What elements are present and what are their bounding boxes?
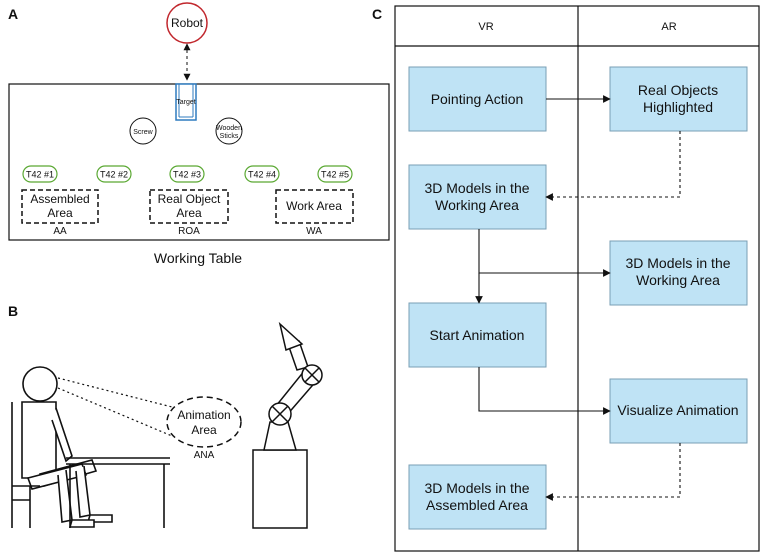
panel-a-label: A (8, 6, 18, 22)
svg-text:Work Area: Work Area (286, 199, 342, 213)
svg-text:Area: Area (191, 423, 217, 437)
svg-text:Pointing Action: Pointing Action (431, 91, 524, 107)
svg-text:Real Object: Real Object (158, 192, 221, 206)
aa-code: AA (53, 226, 67, 237)
gaze-line-top (57, 377, 173, 408)
box-visualize-animation: Visualize Animation (609, 378, 748, 444)
t42-2: T42 #2 (96, 165, 132, 183)
screw-node: Screw (129, 117, 157, 145)
gaze-line-bottom (57, 387, 173, 437)
panel-c-label: C (372, 6, 382, 22)
assembled-area: Assembled Area AA (21, 189, 99, 237)
robot-arm (252, 321, 323, 529)
box-models-assembled: 3D Models in the Assembled Area (408, 464, 547, 530)
svg-text:Animation: Animation (177, 408, 230, 422)
svg-text:3D Models in the: 3D Models in the (424, 480, 529, 496)
robot-node: Robot (166, 2, 208, 44)
svg-text:Start Animation: Start Animation (430, 327, 525, 343)
t42-5: T42 #5 (317, 165, 353, 183)
working-table-caption: Working Table (154, 250, 242, 266)
t42-3: T42 #3 (169, 165, 205, 183)
wooden-label-line1: Wooden (216, 125, 242, 132)
svg-text:T42 #3: T42 #3 (173, 170, 201, 180)
swimlane-frame (394, 5, 760, 552)
wooden-label-line2: Sticks (220, 133, 239, 140)
svg-text:T42 #4: T42 #4 (248, 170, 276, 180)
svg-text:Assembled: Assembled (30, 192, 89, 206)
svg-text:Area: Area (47, 206, 73, 220)
real-object-area: Real Object Area ROA (149, 189, 229, 237)
roa-code: ROA (178, 226, 200, 237)
t42-1: T42 #1 (22, 165, 58, 183)
svg-text:Working Area: Working Area (435, 197, 519, 213)
svg-text:Area: Area (176, 206, 202, 220)
svg-text:Working Area: Working Area (636, 272, 720, 288)
animation-area: Animation Area ANA (166, 396, 242, 461)
t42-4: T42 #4 (244, 165, 280, 183)
svg-text:T42 #5: T42 #5 (321, 170, 349, 180)
box-models-working-vr: 3D Models in the Working Area (408, 164, 547, 230)
working-table (8, 83, 390, 241)
ana-code: ANA (194, 450, 215, 461)
svg-text:Visualize Animation: Visualize Animation (617, 402, 738, 418)
panel-b-label: B (8, 303, 18, 319)
wa-code: WA (306, 226, 322, 237)
work-area: Work Area WA (275, 189, 354, 237)
svg-text:3D Models in the: 3D Models in the (424, 180, 529, 196)
box-start-animation: Start Animation (408, 302, 547, 368)
flow-connectors (475, 95, 681, 501)
screw-label: Screw (133, 129, 153, 136)
target-block: Target (175, 83, 197, 121)
svg-text:Highlighted: Highlighted (643, 99, 713, 115)
svg-text:3D Models in the: 3D Models in the (625, 255, 730, 271)
svg-text:T42 #2: T42 #2 (100, 170, 128, 180)
robot-label: Robot (171, 16, 204, 30)
svg-text:Assembled Area: Assembled Area (426, 497, 528, 513)
wooden-sticks-node: Wooden Sticks (215, 117, 243, 145)
column-vr: VR (478, 21, 493, 33)
person-figure (11, 366, 170, 528)
box-models-working-ar: 3D Models in the Working Area (609, 240, 748, 306)
target-label: Target (176, 99, 196, 106)
box-real-objects-highlighted: Real Objects Highlighted (609, 66, 748, 132)
column-ar: AR (661, 21, 676, 33)
box-pointing-action: Pointing Action (408, 66, 547, 132)
svg-text:Real Objects: Real Objects (638, 82, 718, 98)
svg-text:T42 #1: T42 #1 (26, 170, 54, 180)
